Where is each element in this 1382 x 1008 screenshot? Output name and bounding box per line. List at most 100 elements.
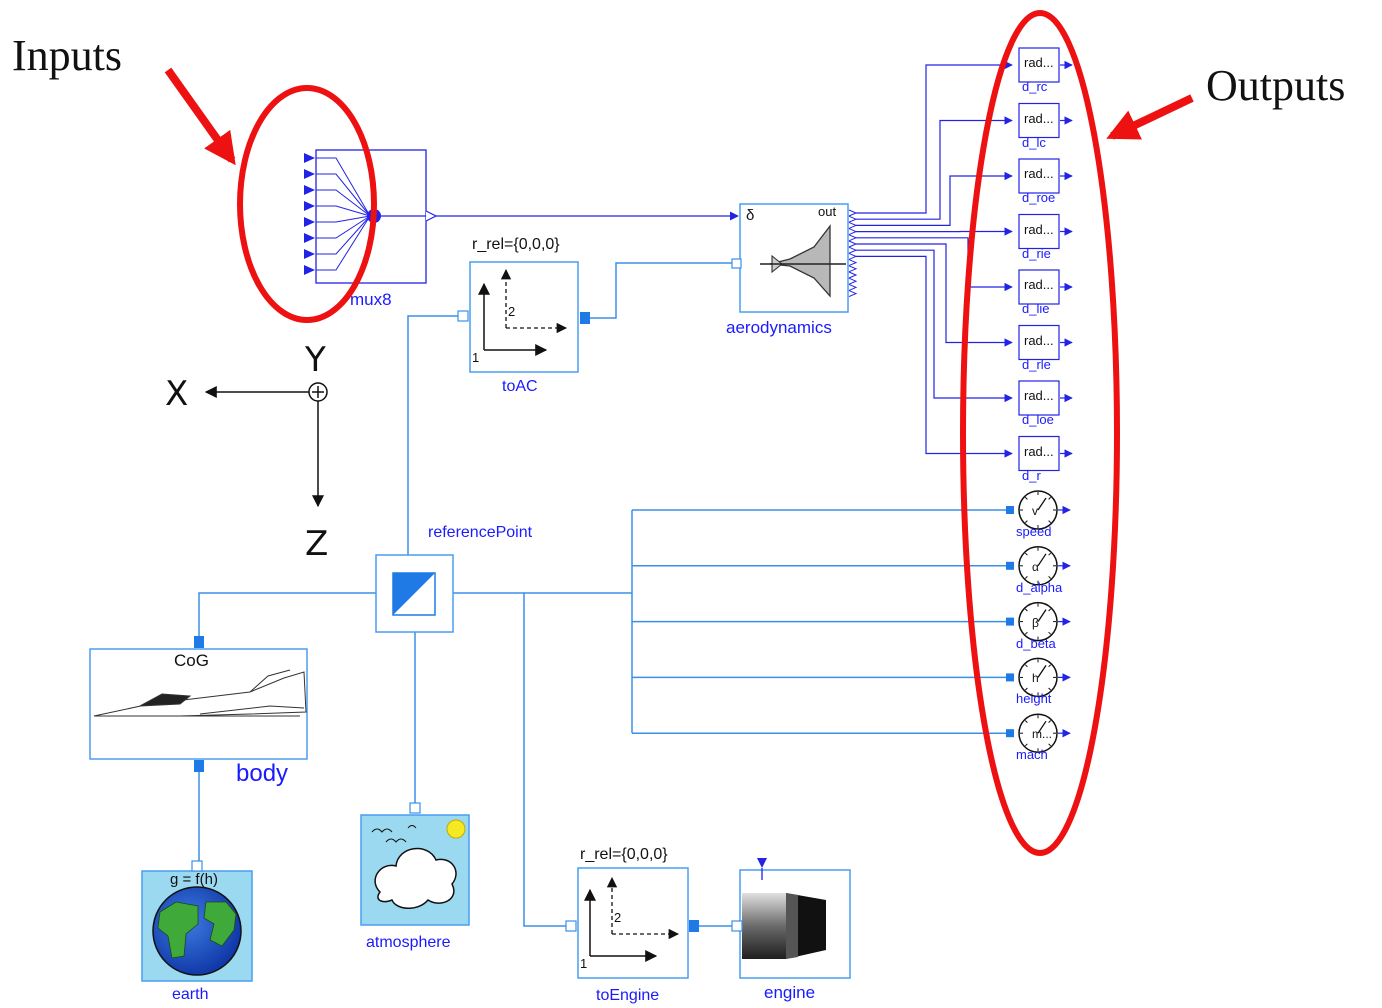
mux8-label: mux8 — [350, 290, 392, 309]
angle-output-label: d_rie — [1022, 245, 1051, 261]
angle-output-label: d_r — [1022, 467, 1041, 483]
outputs-annotation-label: Outputs — [1206, 61, 1346, 110]
toEngine-block[interactable] — [565, 867, 699, 979]
gauge-output-text: α — [1032, 559, 1039, 574]
gauge-output-text: h — [1032, 671, 1039, 686]
coordinate-axes — [204, 382, 328, 508]
angle-output-route — [856, 249, 1013, 403]
mux-input-port[interactable] — [304, 233, 315, 243]
angle-output-d_rc[interactable] — [1018, 47, 1073, 83]
angle-output-route — [856, 60, 1013, 214]
angle-output-text: rad... — [1024, 166, 1054, 181]
gauge-output-label: mach — [1016, 747, 1048, 763]
engine-icon — [742, 893, 826, 959]
angle-output-d_loe[interactable] — [1018, 380, 1073, 416]
cloud-icon — [371, 819, 466, 909]
gauge-output-label: d_alpha — [1016, 579, 1063, 595]
mux-input-port[interactable] — [304, 217, 315, 227]
atmosphere-label: atmosphere — [366, 934, 451, 951]
annotation-highlights — [164, 10, 1194, 856]
gauge-output-text: m... — [1032, 727, 1052, 742]
gauge-output-height[interactable] — [1006, 657, 1071, 698]
body-label: body — [236, 760, 289, 787]
angle-output-label: d_rc — [1022, 79, 1048, 94]
toAC-frame1-label: 1 — [472, 350, 480, 365]
angle-output-route — [856, 255, 1013, 458]
inputs-highlight-ellipse — [237, 85, 377, 323]
sensor-connections — [632, 509, 1012, 734]
body-cog-label: CoG — [174, 651, 209, 670]
mux-input-port[interactable] — [304, 169, 315, 179]
aero-output-port-label: out — [818, 204, 837, 219]
gauge-output-text: v — [1032, 504, 1038, 518]
angle-output-route — [856, 116, 1013, 220]
engine-label: engine — [764, 983, 816, 1002]
aerodynamics-label: aerodynamics — [726, 318, 832, 337]
toAC-block[interactable] — [457, 261, 590, 373]
inputs-arrow — [164, 67, 236, 166]
axis-z-label: Z — [305, 524, 329, 564]
engine-block[interactable] — [731, 858, 851, 979]
mux-input-port[interactable] — [304, 153, 315, 163]
body-block[interactable] — [89, 636, 308, 772]
axis-x-label: X — [165, 374, 189, 414]
angle-output-d_rle[interactable] — [1018, 324, 1073, 361]
angle-output-text: rad... — [1024, 388, 1054, 403]
angle-output-label: d_lie — [1022, 301, 1050, 316]
aero-input-port-label: δ — [746, 207, 755, 224]
atmosphere-block[interactable] — [360, 802, 470, 926]
earth-formula-label: g = f(h) — [170, 871, 218, 888]
angle-output-d_rie[interactable] — [1018, 213, 1073, 250]
gauge-output-label: height — [1016, 691, 1052, 707]
angle-output-d_lie[interactable] — [1018, 269, 1073, 305]
gauge-output-d_alpha[interactable] — [1006, 546, 1071, 586]
angle-output-label: d_loe — [1022, 412, 1054, 427]
gauge-output-label: speed — [1016, 524, 1052, 539]
mux-input-port[interactable] — [304, 265, 315, 275]
angle-output-d_roe[interactable] — [1018, 158, 1073, 194]
angle-output-label: d_rle — [1022, 356, 1051, 372]
toEngine-frame2-label: 2 — [614, 910, 622, 925]
referencePoint-block[interactable] — [375, 554, 454, 633]
toEngine-param-label: r_rel={0,0,0} — [580, 846, 668, 863]
earth-label: earth — [172, 986, 209, 1003]
toAC-label: toAC — [502, 378, 538, 395]
toEngine-frame1-label: 1 — [580, 956, 588, 971]
gauge-output-label: d_beta — [1016, 635, 1056, 651]
angle-output-route — [856, 171, 1013, 226]
gauge-output-speed[interactable] — [1006, 490, 1071, 530]
gauge-output-d_beta[interactable] — [1006, 601, 1071, 642]
outputs-arrow — [1106, 94, 1194, 140]
referencePoint-label: referencePoint — [428, 524, 533, 541]
continents-icon — [157, 901, 237, 959]
mux-input-port[interactable] — [304, 185, 315, 195]
gauge-output-mach[interactable] — [1006, 713, 1071, 753]
mux-input-ports — [304, 153, 315, 275]
angle-output-text: rad... — [1024, 221, 1054, 237]
mux-input-port[interactable] — [304, 249, 315, 259]
axis-y-label: Y — [305, 340, 326, 380]
angle-output-label: d_lc — [1022, 134, 1046, 150]
gauge-output-blocks — [1006, 490, 1071, 753]
gauge-output-text: β — [1032, 615, 1039, 630]
angle-output-blocks — [1018, 47, 1073, 472]
toAC-param-label: r_rel={0,0,0} — [472, 236, 560, 253]
toAC-frame2-label: 2 — [508, 304, 516, 319]
mux-input-port[interactable] — [304, 201, 315, 211]
angle-output-d_r[interactable] — [1018, 435, 1073, 472]
angle-output-text: rad... — [1024, 277, 1054, 292]
outputs-highlight-ellipse — [960, 10, 1120, 856]
earth-block[interactable] — [141, 860, 253, 982]
output-signal-routes — [856, 60, 1013, 458]
aero-output-ports — [848, 209, 858, 298]
toEngine-label: toEngine — [596, 987, 660, 1004]
angle-output-route — [856, 243, 1013, 347]
angle-output-text: rad... — [1024, 55, 1054, 70]
angle-output-d_lc[interactable] — [1018, 102, 1073, 139]
angle-output-text: rad... — [1024, 443, 1054, 459]
angle-output-text: rad... — [1024, 110, 1054, 126]
inputs-annotation-label: Inputs — [12, 31, 122, 80]
aerodynamics-block[interactable] — [731, 203, 858, 313]
angle-output-label: d_roe — [1022, 190, 1056, 205]
